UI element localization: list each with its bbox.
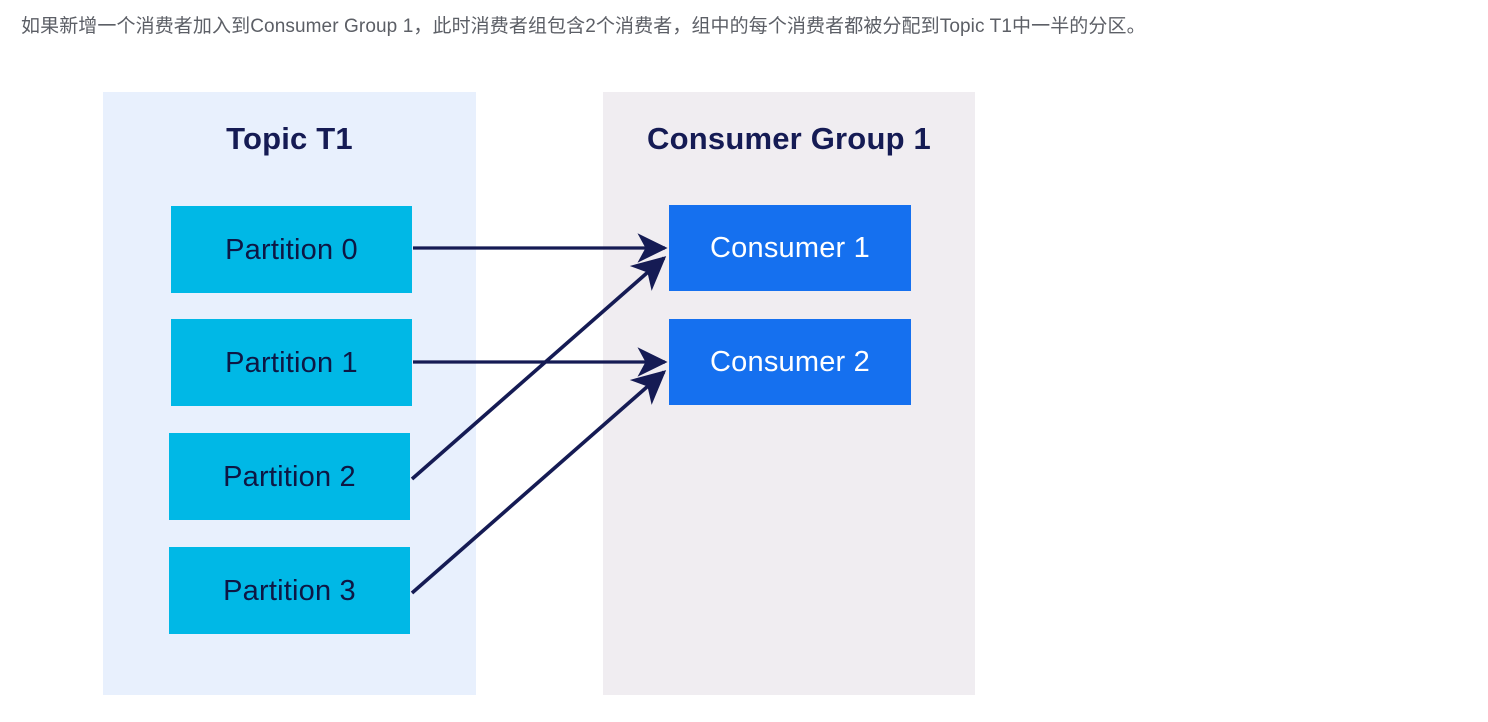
partition-box-3[interactable]: Partition 3 [169, 547, 410, 634]
consumer-box-2[interactable]: Consumer 2 [669, 319, 911, 405]
partition-label: Partition 1 [225, 346, 358, 379]
consumer-label: Consumer 1 [710, 232, 870, 264]
consumer-group-panel-title: Consumer Group 1 [647, 121, 931, 156]
consumer-label: Consumer 2 [710, 346, 870, 378]
partition-label: Partition 0 [225, 233, 358, 266]
partition-box-1[interactable]: Partition 1 [171, 319, 412, 406]
partition-label: Partition 3 [223, 574, 356, 607]
partition-box-0[interactable]: Partition 0 [171, 206, 412, 293]
topic-panel-title: Topic T1 [226, 121, 353, 156]
consumer-box-1[interactable]: Consumer 1 [669, 205, 911, 291]
caption-text: 如果新增一个消费者加入到Consumer Group 1，此时消费者组包含2个消… [21, 16, 1146, 37]
partition-box-2[interactable]: Partition 2 [169, 433, 410, 520]
partition-label: Partition 2 [223, 460, 356, 493]
